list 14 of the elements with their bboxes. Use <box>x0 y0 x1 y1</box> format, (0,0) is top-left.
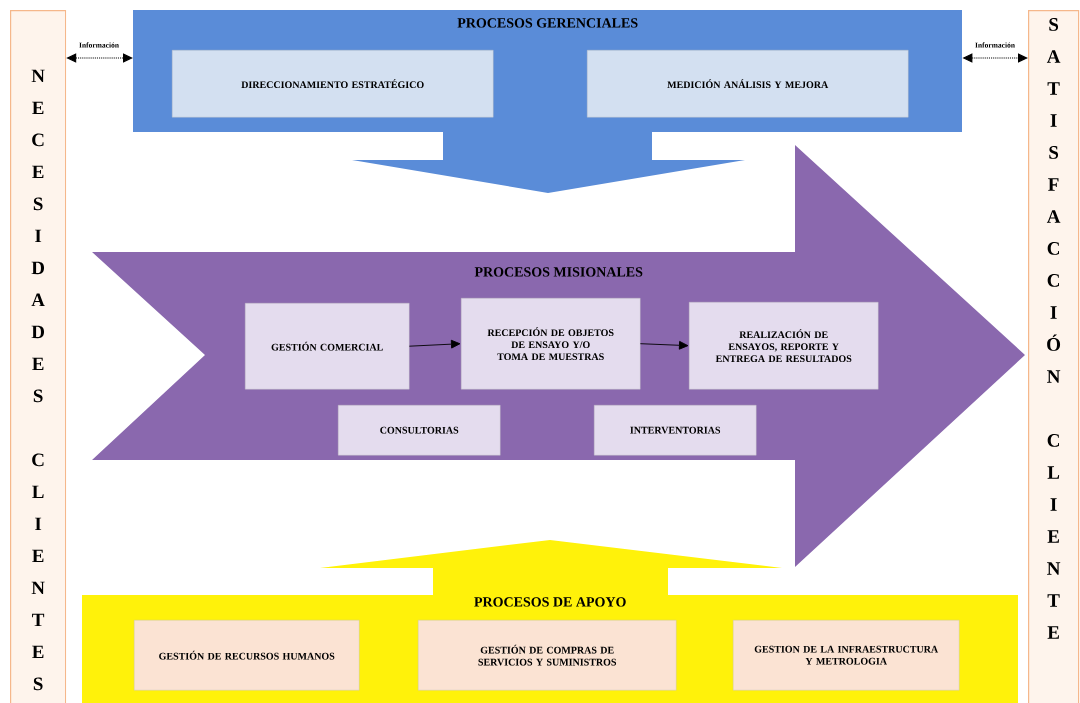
process-box: DIRECCIONAMIENTO ESTRATÉGICO <box>172 50 494 118</box>
process-box: INTERVENTORIAS <box>594 405 757 456</box>
process-box: GESTION DE LA INFRAESTRUCTURA Y METROLOGIA <box>733 620 960 691</box>
process-box: GESTIÓN DE COMPRAS DE SERVICIOS Y SUMINISTROS <box>418 620 677 691</box>
vertical-text-panel: SATISFACCIÓN CLIENTE <box>1028 10 1080 703</box>
vertical-text-panel: NECESIDADES CLIENTES <box>10 10 67 703</box>
process-box: MEDICIÓN ANÁLISIS Y MEJORA <box>587 50 909 118</box>
process-box: CONSULTORIAS <box>338 405 501 456</box>
process-box: RECEPCIÓN DE OBJETOS DE ENSAYO Y/O TOMA DE MUESTRAS <box>461 298 641 390</box>
process-box: GESTIÓN COMERCIAL <box>245 303 410 390</box>
process-box: REALIZACIÓN DE ENSAYOS, REPORTE Y ENTREGA DE RESULTADOS <box>689 302 879 390</box>
arrow <box>639 340 689 350</box>
process-box: GESTIÓN DE RECURSOS HUMANOS <box>134 620 360 691</box>
arrow <box>408 339 461 349</box>
